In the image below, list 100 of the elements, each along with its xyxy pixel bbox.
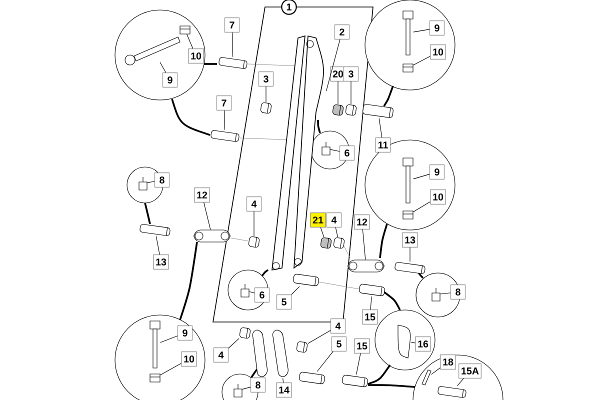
pin	[299, 372, 325, 384]
bolt	[402, 158, 414, 204]
leader-line	[350, 81, 352, 104]
yoke	[194, 230, 230, 242]
leader-line	[156, 236, 160, 255]
yoke	[348, 260, 384, 272]
leader-line	[326, 39, 340, 92]
callout-number: 10	[430, 44, 446, 60]
grease-nipple	[432, 288, 440, 302]
callout-number: 10	[181, 352, 197, 366]
leader-line	[291, 286, 300, 295]
nut	[180, 26, 190, 34]
pin	[362, 104, 394, 118]
callout-number: 9	[430, 164, 444, 180]
leader-line	[370, 296, 372, 310]
callout-number: 4	[326, 212, 342, 228]
callout-number: 3	[344, 66, 358, 82]
callout-number: 9	[162, 72, 178, 88]
callout-number: 5	[276, 294, 292, 310]
leader-line	[413, 174, 430, 180]
callout-number: 4	[214, 348, 228, 362]
callout-number: 8	[250, 378, 266, 392]
leader-line	[330, 149, 340, 152]
leader-line	[228, 338, 240, 348]
callout-number: 13	[153, 254, 169, 270]
leader-line	[411, 342, 416, 344]
leader-line	[224, 110, 226, 130]
leader-line	[431, 368, 440, 375]
pin	[260, 102, 272, 114]
pin	[422, 370, 432, 386]
grease-nipple	[138, 176, 148, 190]
pin	[248, 236, 260, 248]
pin	[438, 386, 466, 398]
pin	[239, 327, 251, 339]
callout-number: 16	[415, 336, 431, 352]
pin	[345, 104, 357, 116]
callout-number: 9	[178, 326, 192, 340]
callout-number: 10	[188, 48, 204, 64]
leader-line	[308, 330, 331, 344]
callout-number: 15A	[458, 364, 482, 378]
callout-number: 8	[450, 284, 466, 300]
link	[272, 330, 288, 377]
pin	[218, 57, 248, 69]
leader-line	[413, 56, 430, 66]
callout-number: 7	[216, 96, 232, 110]
clip	[398, 324, 411, 358]
leader-line	[232, 32, 234, 58]
pin	[342, 374, 368, 388]
callout-number: 21	[310, 212, 326, 228]
pin	[140, 224, 170, 236]
nut	[402, 64, 414, 72]
leader-line	[282, 378, 284, 383]
leader-line	[160, 336, 178, 343]
callout-number: 14	[276, 382, 292, 398]
callout-number: 2	[334, 24, 350, 40]
callout-number: 15	[362, 310, 378, 324]
callout-number: 12	[354, 214, 370, 230]
callout-number: 3	[258, 72, 274, 86]
callout-number: 15	[354, 338, 370, 354]
callout-number: 10	[430, 190, 446, 204]
nut	[150, 374, 160, 382]
pin	[296, 341, 308, 353]
leader-line	[335, 227, 338, 238]
leader-line	[316, 351, 334, 372]
grease-nipple	[234, 384, 242, 398]
callout-number: 18	[440, 354, 456, 370]
leader-line	[147, 181, 155, 183]
leader-line	[457, 378, 464, 386]
leader-line	[413, 29, 430, 32]
bolt	[124, 36, 180, 66]
leader-line	[440, 292, 451, 294]
leader-line	[242, 386, 251, 390]
callout-number: 5	[332, 336, 346, 352]
bolt	[402, 10, 414, 56]
pin	[394, 262, 426, 274]
callout-number: 4	[330, 318, 346, 334]
leader-line	[204, 202, 211, 230]
nut	[402, 210, 414, 220]
leader-line	[160, 62, 166, 73]
leader-line	[356, 353, 361, 375]
spring	[320, 237, 332, 249]
callout-number: 6	[340, 146, 354, 160]
grease-nipple	[240, 284, 250, 298]
leader-line	[249, 291, 255, 294]
callout-number: 13	[402, 232, 418, 248]
leader-line	[378, 118, 382, 138]
leader-line	[320, 227, 324, 238]
spring	[332, 104, 344, 116]
pin	[293, 274, 319, 286]
pin	[359, 284, 385, 296]
bolt	[150, 320, 160, 368]
callout-number: 4	[246, 196, 262, 212]
callout-number: 11	[375, 138, 391, 152]
leader-line	[362, 229, 366, 260]
callout-number: 6	[254, 288, 270, 302]
leader-line	[413, 201, 430, 212]
leader-line	[186, 34, 194, 49]
leader-line	[160, 363, 182, 376]
callout-number: 8	[154, 172, 170, 188]
pin	[210, 130, 240, 142]
